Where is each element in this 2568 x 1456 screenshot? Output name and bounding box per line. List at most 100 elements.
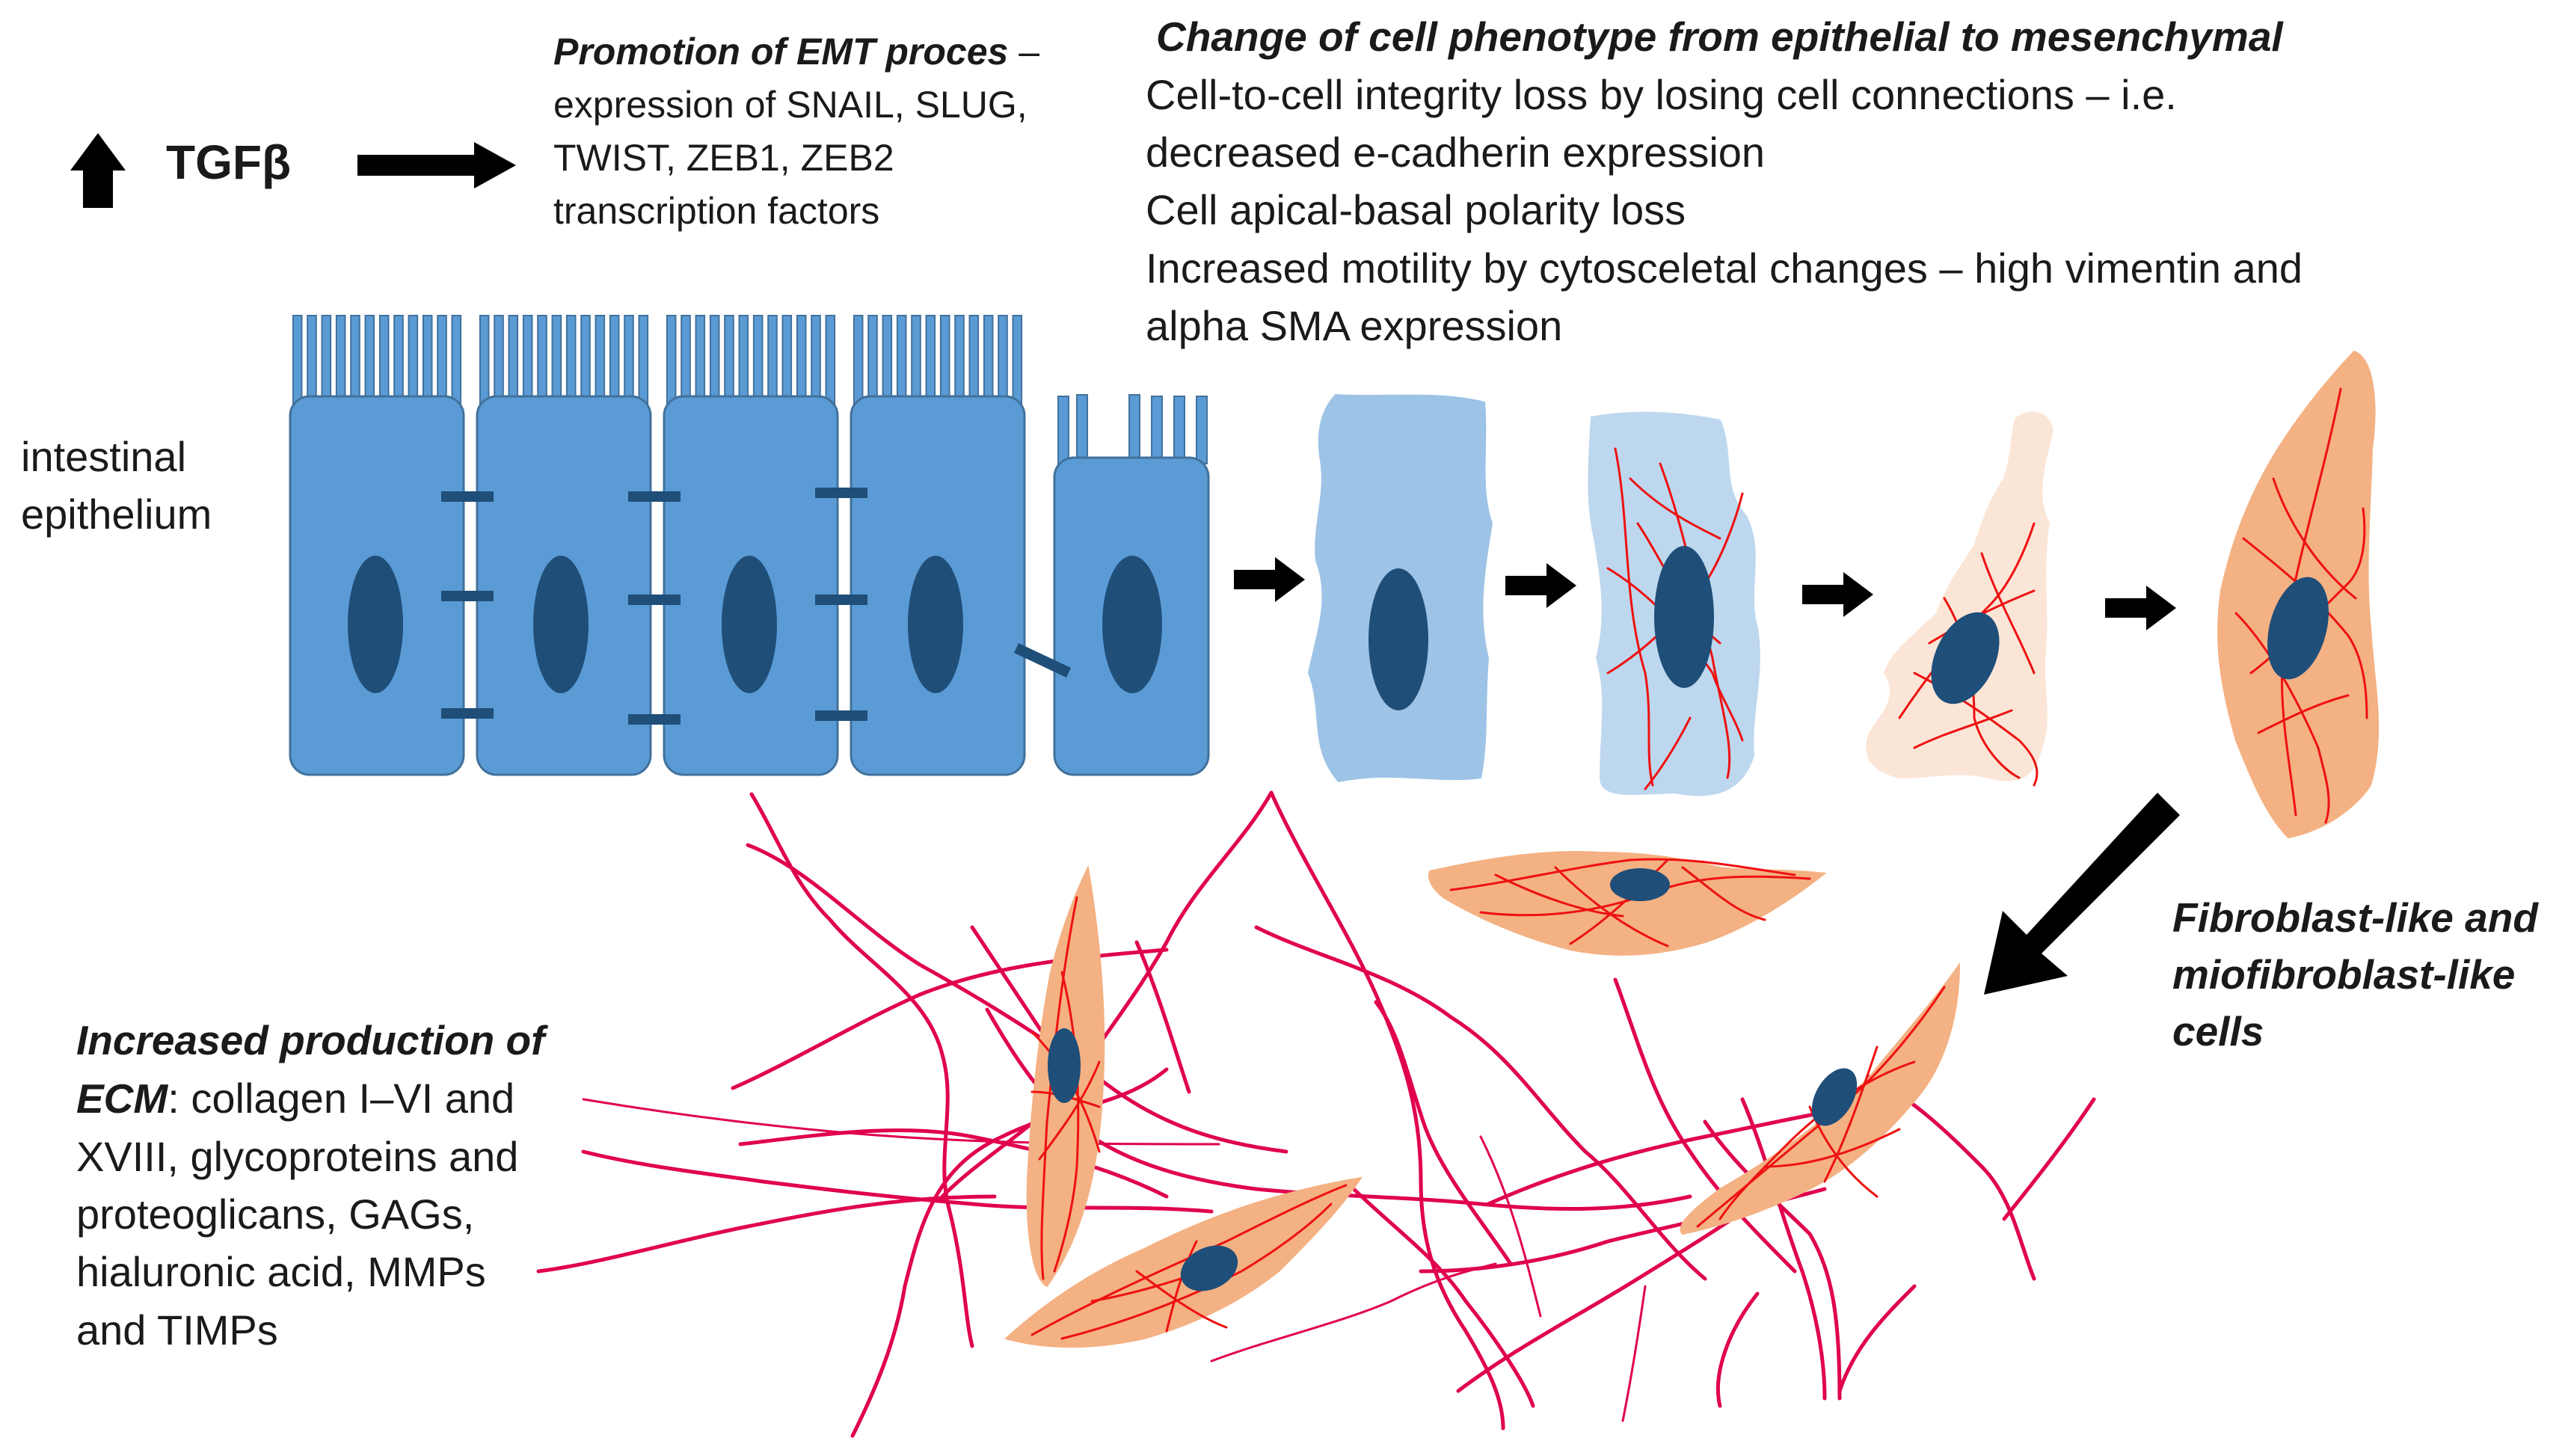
ecm-line: proteoglicans, GAGs, (76, 1191, 475, 1238)
right-arrow-icon (1234, 557, 1305, 602)
phenotype-line: Cell-to-cell integrity loss by losing ce… (1146, 70, 2177, 118)
microvillus (925, 315, 936, 405)
diagonal-arrow-icon (1984, 793, 2180, 995)
microvillus (1012, 315, 1023, 405)
microvillus (1057, 396, 1069, 464)
nucleus (908, 556, 963, 693)
microvillus (998, 315, 1008, 405)
nucleus (533, 556, 589, 693)
right-arrow-icon (357, 142, 516, 188)
fibroblast-label-line: Fibroblast-like and (2172, 894, 2538, 941)
epithelium-cells (289, 315, 1210, 776)
emt-promotion-line: TWIST, ZEB1, ZEB2 (553, 137, 894, 179)
microvillus (321, 315, 332, 405)
microvillus (1076, 394, 1088, 464)
microvillus (968, 315, 980, 405)
microvillus (378, 315, 390, 405)
microvillus (408, 315, 419, 405)
emt-promotion-block: Promotion of EMT proces – expression of … (553, 25, 1039, 238)
nucleus (1180, 1245, 1238, 1291)
microvillus (867, 315, 878, 405)
fibroblast-label-line: miofibroblast-like (2172, 950, 2516, 998)
microvillus (551, 315, 562, 405)
microvillus (595, 315, 606, 405)
microvillus (752, 315, 764, 405)
microvillus (1151, 396, 1163, 464)
emt-promotion-title: Promotion of EMT proces (553, 31, 1009, 73)
nucleus (1610, 868, 1670, 901)
cell-junctions (441, 488, 1071, 725)
microvillus (565, 315, 577, 405)
microvillus (882, 315, 893, 405)
phenotype-block: Change of cell phenotype from epithelial… (1146, 7, 2303, 354)
ecm-line: hialuronic acid, MMPs (76, 1248, 486, 1296)
microvillus (335, 315, 346, 405)
nucleus (1048, 1028, 1081, 1103)
microvillus (796, 315, 807, 405)
ecm-title-bold: ECM (76, 1075, 168, 1122)
emt-promotion-line: expression of SNAIL, SLUG, (553, 84, 1027, 126)
up-arrow-icon (70, 133, 126, 208)
microvillus (508, 315, 519, 405)
ecm-line: XVIII, glycoproteins and (76, 1132, 519, 1180)
phenotype-title: Change of cell phenotype from epithelial… (1156, 13, 2283, 60)
transition-cell-1 (1307, 393, 1493, 783)
fibroblast-label-line: cells (2172, 1007, 2264, 1054)
microvillus (781, 315, 793, 405)
nucleus (2267, 577, 2329, 680)
epithelium-label: intestinal epithelium (21, 428, 212, 544)
microvillus (724, 315, 734, 405)
emt-promotion-dash: – (1019, 31, 1040, 73)
ecm-title-rest: : collagen I–VI and (168, 1074, 515, 1122)
phenotype-line: Increased motility by cytosceletal chang… (1146, 244, 2303, 292)
phenotype-line: alpha SMA expression (1146, 301, 1563, 349)
epithelium-label-line: intestinal (21, 433, 187, 480)
right-arrow-icon (1505, 563, 1576, 608)
fibroblast-vertical (1026, 864, 1105, 1288)
microvillus (983, 315, 994, 405)
ecm-block: Increased production of ECM: collagen I–… (76, 1011, 544, 1359)
microvilli (292, 315, 1208, 464)
microvillus (939, 315, 950, 405)
right-arrow-icon (1802, 572, 1873, 617)
microvillus (292, 315, 303, 405)
mesenchymal-cell (2217, 350, 2380, 839)
nucleus (1102, 556, 1162, 693)
tgf-label: TGFβ (166, 135, 292, 189)
microvillus (537, 315, 547, 405)
arrows (70, 133, 2180, 995)
microvillus (853, 315, 864, 405)
microvillus (1173, 396, 1185, 464)
fibroblast-bottom (1004, 1176, 1363, 1348)
microvillus (1128, 394, 1140, 464)
nucleus (1369, 568, 1428, 710)
microvillus (624, 315, 634, 405)
fibroblast-label: Fibroblast-like and miofibroblast-like c… (2172, 890, 2538, 1060)
ecm-fibers-thin (582, 1098, 1647, 1422)
fibroblast-right (1680, 962, 1961, 1235)
microvillus (609, 315, 620, 405)
microvillus (638, 315, 649, 405)
epithelium-label-line: epithelium (21, 491, 212, 538)
phenotype-line: Cell apical-basal polarity loss (1146, 186, 1686, 234)
microvillus (479, 315, 490, 405)
nucleus (1811, 1068, 1858, 1126)
nucleus (722, 556, 777, 693)
microvillus (911, 315, 921, 405)
transition-cell-3 (1866, 411, 2054, 787)
nucleus (1931, 612, 2000, 704)
microvillus (954, 315, 965, 405)
right-arrow-icon (2105, 586, 2176, 630)
microvillus (494, 315, 504, 405)
microvillus (437, 315, 447, 405)
microvillus (709, 315, 720, 405)
phenotype-line: decreased e-cadherin expression (1146, 129, 1766, 176)
microvillus (1196, 396, 1208, 464)
transition-cell-2 (1588, 411, 1760, 796)
ecm-title: Increased production of (76, 1017, 545, 1063)
microvillus (350, 315, 360, 405)
microvillus (522, 315, 533, 405)
microvillus (767, 315, 778, 405)
